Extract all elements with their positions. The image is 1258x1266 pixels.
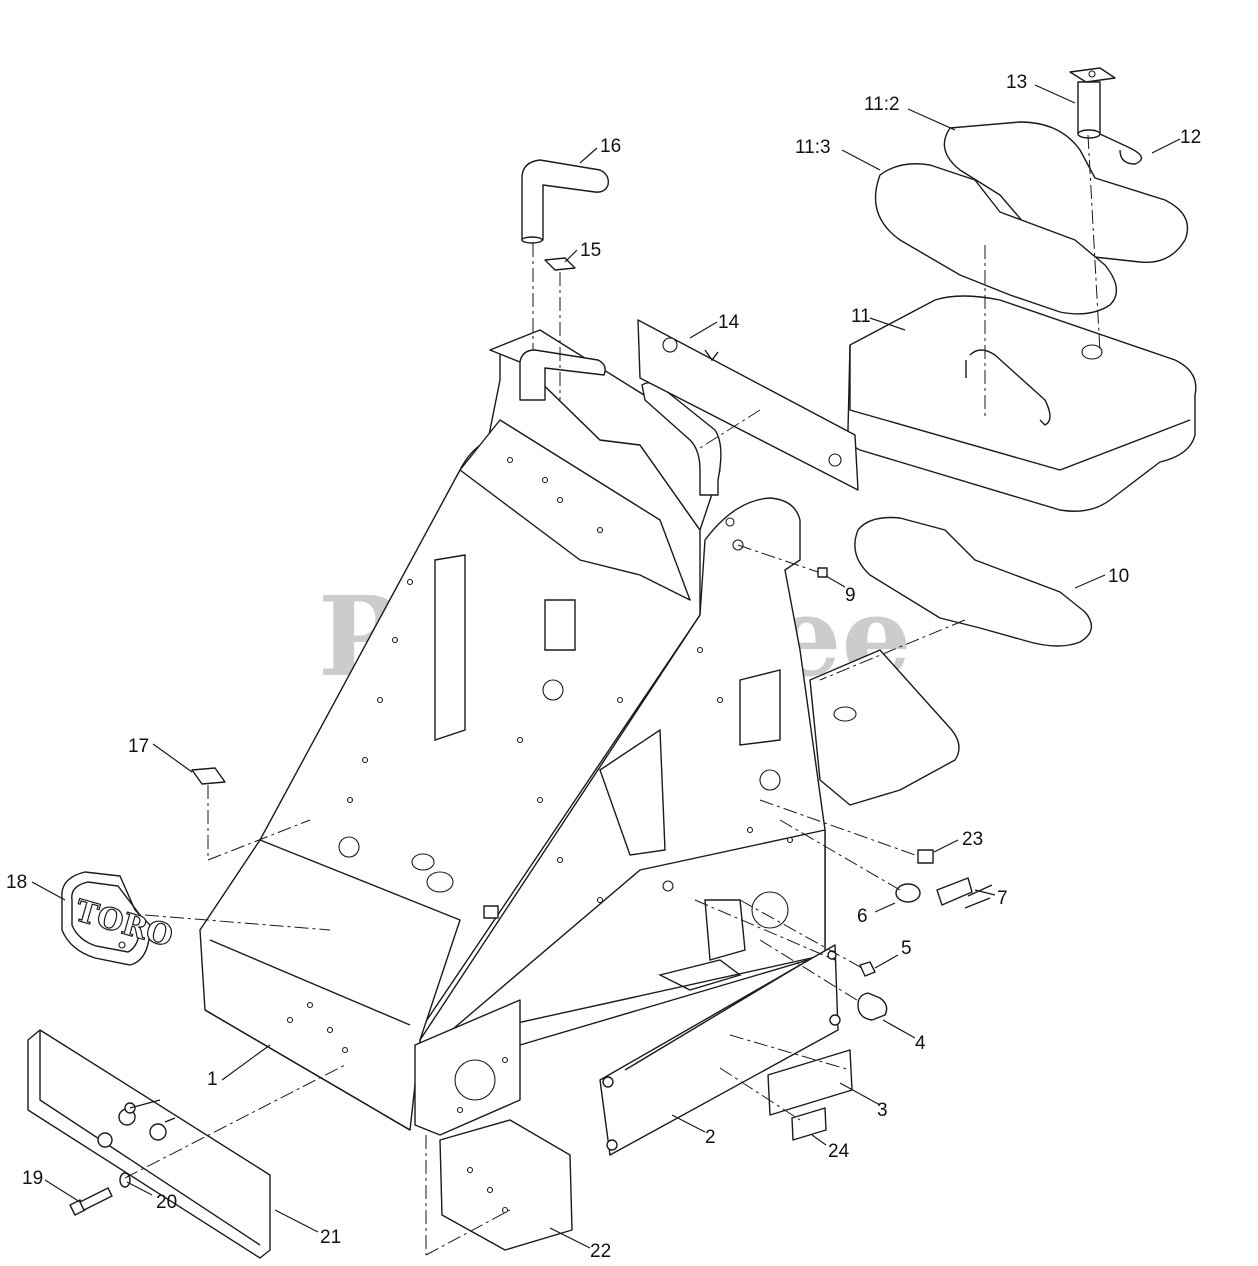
part-11-3-pad[interactable]: [874, 163, 1118, 315]
callout-14[interactable]: 14: [718, 312, 740, 333]
callout-19[interactable]: 19: [22, 1168, 43, 1189]
callout-9[interactable]: 9: [845, 585, 856, 606]
callout-3[interactable]: 3: [877, 1100, 888, 1121]
part-17-decal[interactable]: [191, 767, 226, 785]
callout-16[interactable]: 16: [600, 136, 621, 157]
part-20-washer[interactable]: [119, 1172, 131, 1188]
part-13-pin[interactable]: [1069, 67, 1116, 139]
part-10-pad[interactable]: [854, 516, 1093, 647]
part-11-2-pad[interactable]: [943, 121, 1189, 264]
lower-weight-block: [809, 649, 960, 806]
part-18-toro-decal[interactable]: TORO: [61, 871, 177, 966]
callout-10[interactable]: 10: [1108, 566, 1129, 587]
part-11-weight[interactable]: [847, 295, 1197, 512]
frame-rivet-holes: [286, 456, 794, 1114]
part-7-bracket[interactable]: [936, 877, 993, 909]
callout-1[interactable]: 1: [207, 1069, 218, 1090]
callout-17[interactable]: 17: [128, 736, 149, 757]
callout-labels: 1 2 3 4 5 6 7 9 10 11 11:2 11:3 12 13 14…: [6, 72, 1201, 1262]
callout-22[interactable]: 22: [590, 1241, 611, 1262]
part-6-plug[interactable]: [895, 883, 921, 903]
callout-13[interactable]: 13: [1006, 72, 1027, 93]
callout-2[interactable]: 2: [705, 1127, 716, 1148]
callout-5[interactable]: 5: [901, 938, 912, 959]
part-19-bolt[interactable]: [69, 1187, 113, 1216]
callout-23[interactable]: 23: [962, 829, 983, 850]
callout-21[interactable]: 21: [320, 1227, 341, 1248]
callout-20[interactable]: 20: [156, 1192, 177, 1213]
callout-24[interactable]: 24: [828, 1141, 850, 1162]
callout-11-3[interactable]: 11:3: [795, 137, 831, 158]
part-2-cover-plate[interactable]: [599, 944, 841, 1156]
callout-11[interactable]: 11: [851, 306, 871, 327]
callout-6[interactable]: 6: [857, 906, 868, 927]
leader-lines: [31, 84, 1181, 1249]
callout-15[interactable]: 15: [580, 240, 601, 261]
part-4-bushing[interactable]: [857, 992, 888, 1021]
part-23-decal[interactable]: [917, 849, 934, 864]
callout-18[interactable]: 18: [6, 872, 27, 893]
part-16-handle[interactable]: [521, 159, 610, 244]
part-21-bumper-block[interactable]: [27, 1029, 271, 1259]
callout-12[interactable]: 12: [1180, 127, 1201, 148]
part-9-decal[interactable]: [817, 567, 828, 578]
part-5-bolt[interactable]: [859, 961, 876, 977]
part-12-hairpin-clip[interactable]: [1099, 133, 1143, 165]
part-22-plate[interactable]: [439, 1119, 573, 1251]
part-14-panel[interactable]: [637, 319, 859, 491]
callout-4[interactable]: 4: [915, 1033, 926, 1054]
callout-7[interactable]: 7: [997, 888, 1008, 909]
part-24-decal[interactable]: [791, 1107, 827, 1141]
part-1-frame[interactable]: [199, 329, 826, 1136]
callout-11-2[interactable]: 11:2: [864, 94, 900, 115]
part-15-decal[interactable]: [544, 257, 576, 271]
